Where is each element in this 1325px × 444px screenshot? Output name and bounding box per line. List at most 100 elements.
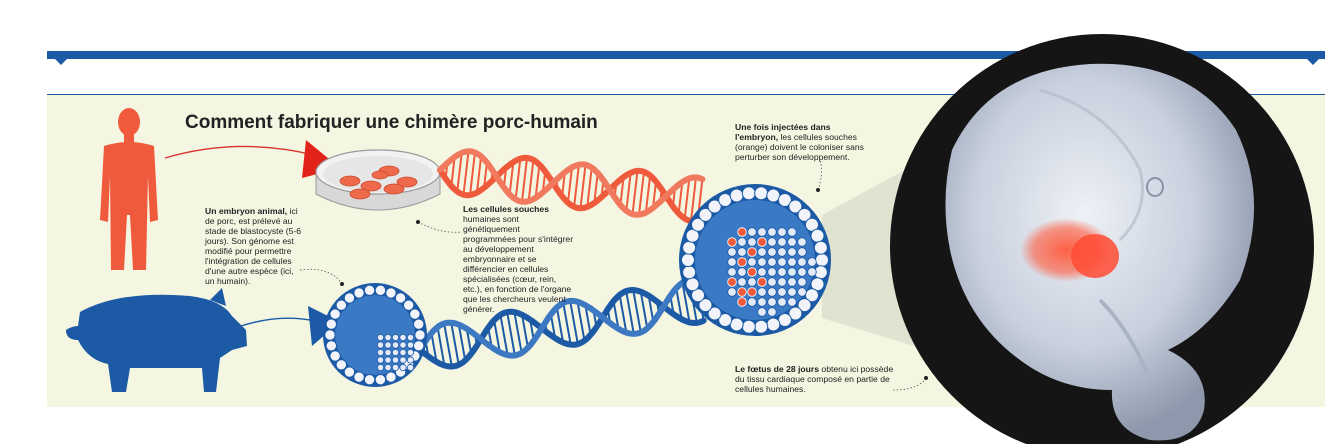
blastocyst-cell bbox=[707, 199, 722, 214]
blastocyst-cell bbox=[685, 277, 700, 292]
dna-rung bbox=[456, 152, 463, 192]
dna-rung bbox=[681, 282, 691, 323]
embryo-cell bbox=[807, 267, 817, 277]
embryo-cell bbox=[747, 227, 757, 237]
blastocyst-cell bbox=[777, 193, 792, 208]
embryo-cell bbox=[376, 341, 385, 349]
embryo-cell bbox=[767, 307, 777, 317]
embryo-cell bbox=[777, 287, 787, 297]
embryo-cell bbox=[384, 363, 392, 372]
dna-rung bbox=[462, 151, 470, 195]
embryo-cell bbox=[757, 267, 767, 277]
dna-rung bbox=[593, 172, 599, 204]
blastocyst-cell bbox=[718, 312, 733, 327]
blastocyst-cell bbox=[804, 288, 819, 303]
embryo-cell bbox=[737, 277, 747, 287]
human-stem-cell bbox=[737, 257, 747, 267]
embryo-cell bbox=[376, 356, 385, 364]
embryo-cell bbox=[391, 333, 400, 342]
dna-rung bbox=[534, 164, 541, 198]
dna-rung bbox=[450, 322, 460, 365]
dna-rung bbox=[677, 181, 684, 214]
embryo-cell bbox=[777, 277, 787, 287]
embryo-cell bbox=[727, 287, 737, 297]
embryo-cell bbox=[767, 297, 777, 307]
fetus-photo bbox=[890, 34, 1314, 444]
embryo-cell bbox=[767, 277, 777, 287]
blastocyst-cell bbox=[698, 207, 713, 222]
embryo-cell bbox=[406, 341, 415, 349]
embryo-cell bbox=[391, 363, 400, 372]
embryo-cell bbox=[406, 363, 415, 372]
dna-rung bbox=[612, 301, 620, 329]
human-stem-cell bbox=[747, 267, 757, 277]
embryo-cell bbox=[747, 257, 757, 267]
embryo-cell bbox=[767, 257, 777, 267]
dna-rung bbox=[555, 307, 565, 343]
dna-rung bbox=[499, 314, 509, 356]
blastocyst-cell bbox=[409, 308, 421, 320]
blastocyst-cell bbox=[324, 329, 336, 341]
arrow-pig-to-embryo bbox=[234, 317, 321, 329]
blastocyst-cell bbox=[374, 373, 387, 386]
embryo-cell bbox=[807, 257, 817, 267]
leader-lines bbox=[299, 159, 927, 391]
blastocyst-cell bbox=[729, 188, 744, 203]
dna-rung bbox=[631, 170, 639, 215]
section-rule bbox=[47, 94, 1325, 95]
blastocyst-cell bbox=[412, 340, 425, 352]
blastocyst-cell bbox=[353, 287, 365, 299]
embryo-cell bbox=[399, 341, 407, 349]
embryo-cell bbox=[787, 297, 797, 307]
annotation-stem-cells: Les cellules souches humaines sont génét… bbox=[463, 204, 575, 314]
dna-rung bbox=[465, 328, 473, 354]
embryo-cell bbox=[787, 267, 797, 277]
embryo-cell bbox=[384, 341, 392, 349]
blastocyst-cell bbox=[754, 186, 769, 201]
dna-rung bbox=[618, 294, 628, 333]
human-stem-cell bbox=[727, 237, 737, 247]
blastocyst-cell bbox=[385, 371, 397, 383]
blastocyst-cell bbox=[343, 292, 356, 304]
embryo-cell bbox=[406, 333, 415, 342]
embryo-cell bbox=[391, 348, 400, 357]
blastocyst-cell bbox=[363, 284, 376, 297]
embryo-cell bbox=[787, 287, 797, 297]
blastocyst-cell bbox=[691, 217, 706, 232]
dna-rung bbox=[579, 164, 587, 209]
embryo-cell bbox=[787, 277, 797, 287]
dna-rung bbox=[475, 156, 483, 193]
dna-rung bbox=[584, 304, 592, 336]
embryo-cell bbox=[406, 356, 415, 364]
dna-rung bbox=[521, 314, 529, 348]
blastocyst-cell bbox=[815, 253, 829, 267]
dna-rung bbox=[625, 172, 632, 211]
blastocyst-cell bbox=[766, 317, 781, 332]
blastocyst-cell bbox=[394, 292, 407, 304]
blastocyst-cell bbox=[797, 298, 812, 313]
annotation-embryo-text: ici de porc, est prélevé au stade de bla… bbox=[205, 206, 302, 286]
dna-rung bbox=[493, 320, 501, 353]
embryo-cell bbox=[777, 247, 787, 257]
blastocyst-small-icon bbox=[323, 283, 427, 387]
blastocyst-cell bbox=[414, 329, 426, 341]
dna-rung bbox=[469, 152, 476, 196]
petri-dish-icon bbox=[315, 149, 441, 211]
embryo-cell bbox=[757, 307, 767, 317]
embryo-cell bbox=[747, 297, 757, 307]
annotation-injected-text: les cellules souches (orange) doivent le… bbox=[735, 132, 864, 162]
embryo-cell bbox=[747, 277, 757, 287]
dna-rung bbox=[527, 159, 535, 202]
dna-rung bbox=[430, 333, 438, 362]
embryo-cell bbox=[399, 348, 407, 357]
dna-rung bbox=[573, 164, 580, 207]
blastocyst-cell bbox=[788, 199, 803, 214]
embryo-cell bbox=[767, 237, 777, 247]
human-stem-cell bbox=[757, 277, 767, 287]
embryo-cell bbox=[391, 356, 400, 364]
blastocyst-cell bbox=[813, 240, 828, 255]
blastocyst-cell bbox=[681, 253, 695, 267]
dna-rung bbox=[619, 176, 625, 206]
blastocyst-cell bbox=[682, 265, 697, 280]
